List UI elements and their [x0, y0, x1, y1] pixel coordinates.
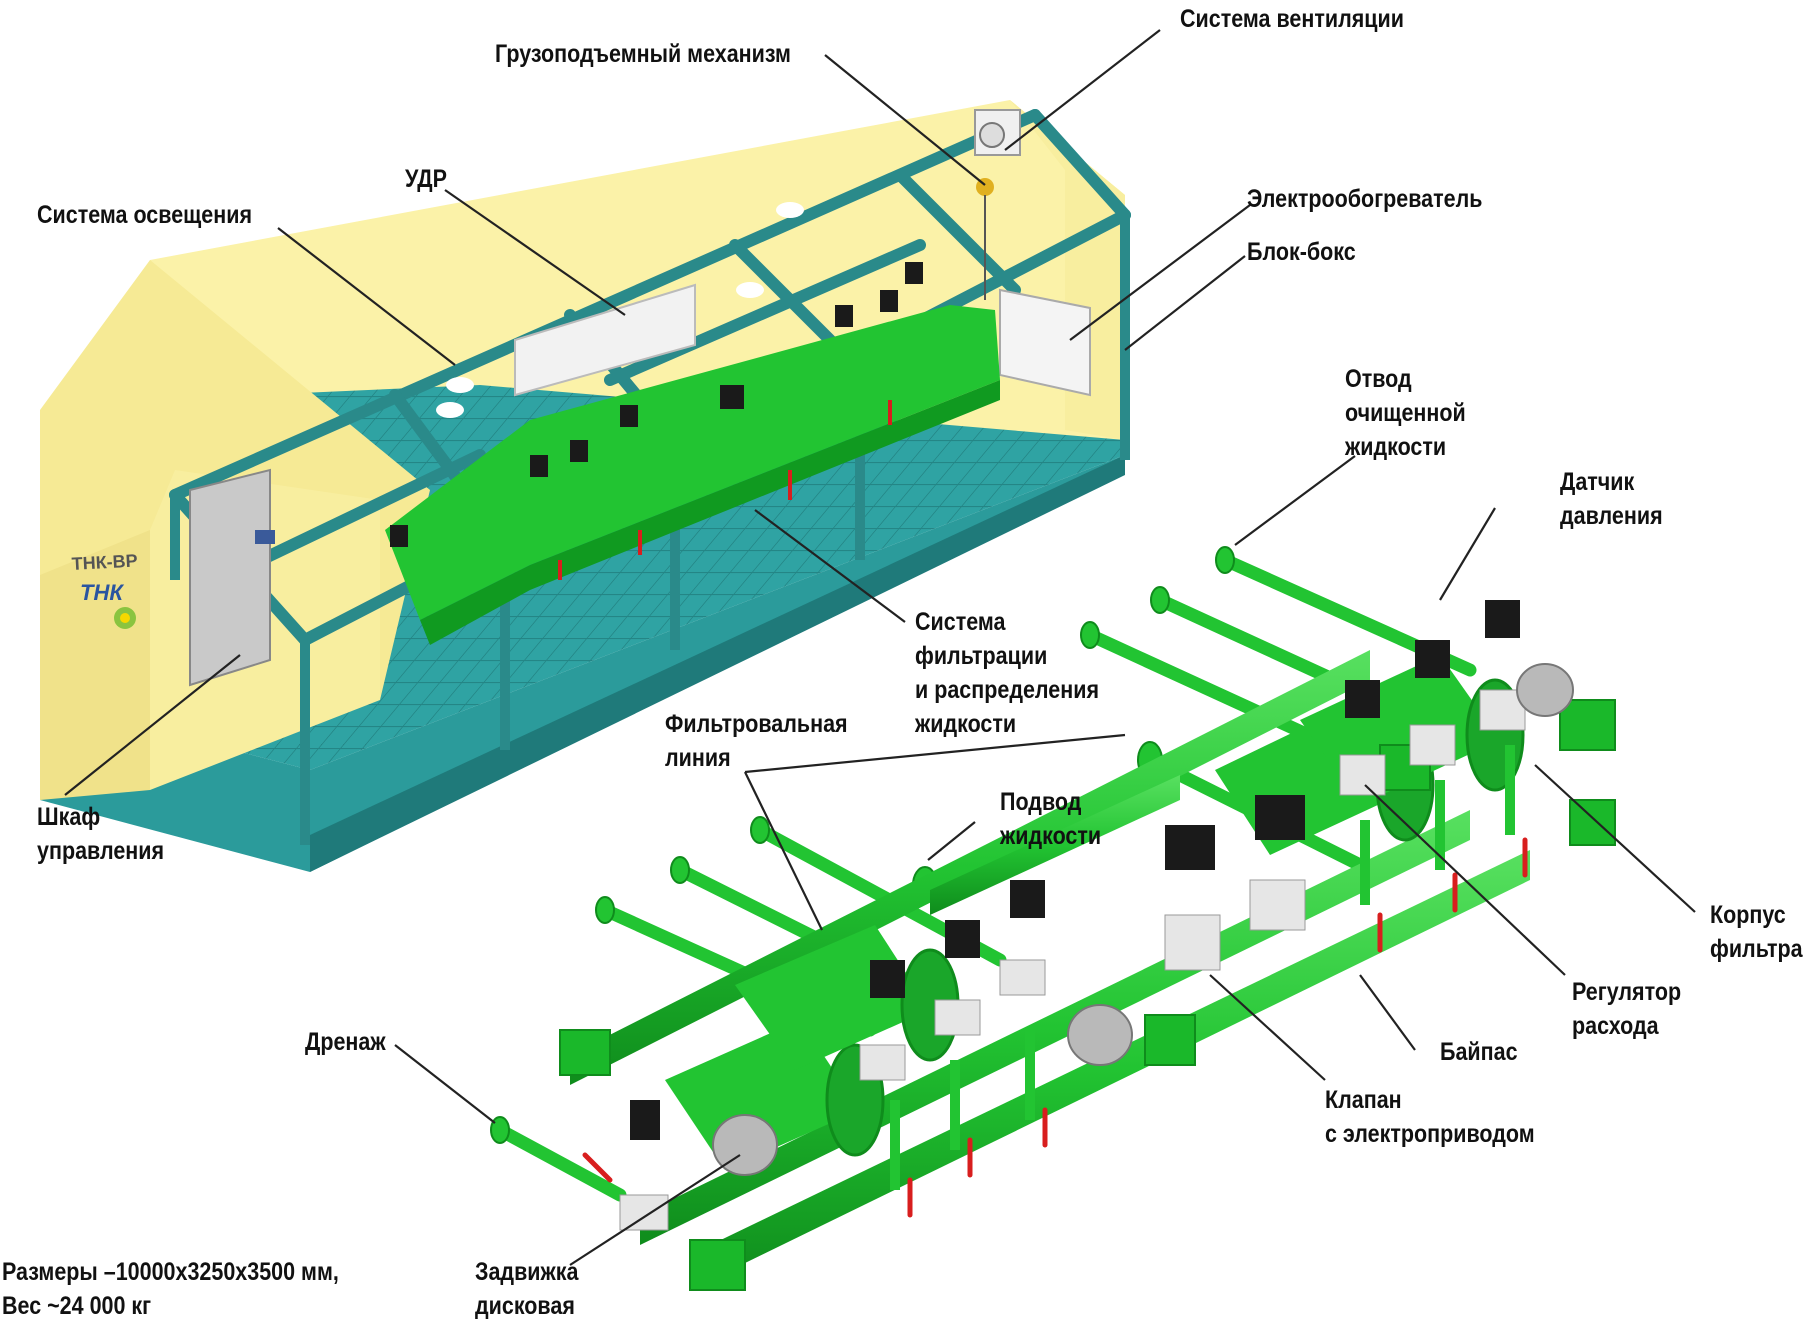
svg-text:ТНК-ВР: ТНК-ВР — [71, 551, 138, 574]
block-box: ТНК-ВР ТНК — [40, 100, 1131, 872]
label-bypass: Байпас — [1440, 1038, 1518, 1066]
label-drain: Дренаж — [305, 1028, 386, 1056]
container-piping — [385, 262, 1000, 645]
roof-frame — [169, 109, 1131, 646]
valve-assemblies — [619, 600, 1526, 1231]
svg-text:ТНК: ТНК — [80, 580, 124, 605]
label-hoist: Грузоподъемный механизм — [495, 40, 791, 68]
label-ventilation: Система вентиляции — [1180, 5, 1404, 33]
filtration-skid — [490, 546, 1616, 1291]
label-udr: УДР — [405, 165, 447, 193]
drain-handles — [582, 837, 1528, 1218]
label-heater: Электрообогреватель — [1247, 185, 1483, 213]
filter-housings — [665, 655, 1525, 1170]
label-block-box: Блок-бокс — [1247, 238, 1356, 266]
flange-boxes — [559, 699, 1616, 1291]
ventilation-unit — [974, 109, 1021, 156]
lighting-fixtures — [436, 202, 804, 418]
control-cabinet — [189, 468, 275, 687]
company-logo: ТНК-ВР ТНК — [71, 551, 138, 629]
leader-lines — [64, 29, 1696, 1266]
electric-heater — [999, 288, 1091, 397]
udr-box — [514, 283, 696, 397]
bypass-header — [700, 850, 1530, 1285]
label-dimensions: Размеры –10000x3250x3500 мм,Вес ~24 000 … — [2, 1258, 339, 1320]
disc-valves — [712, 663, 1574, 1176]
label-lighting: Система освещения — [37, 201, 252, 229]
